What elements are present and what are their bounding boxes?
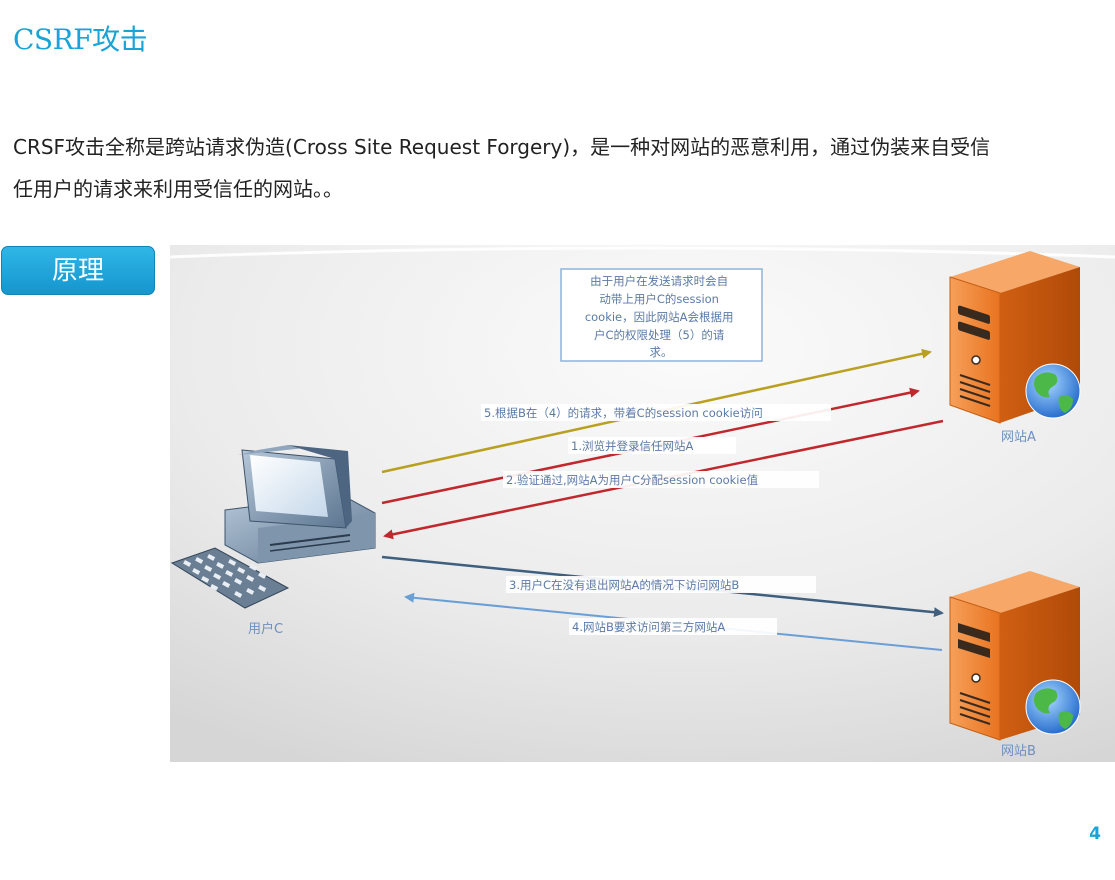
label-user-c: 用户C [248, 621, 283, 637]
note-line: 户C的权限处理（5）的请 [594, 328, 725, 342]
label-step5: 5.根据B在（4）的请求，带着C的session cookie访问 [484, 406, 763, 420]
label-step2: 2.验证通过,网站A为用户C分配session cookie值 [506, 473, 759, 487]
note-line: 动带上用户C的session [599, 292, 719, 306]
csrf-diagram: 由于用户在发送请求时会自 动带上用户C的session cookie，因此网站A… [170, 245, 1115, 762]
server-a-icon [949, 251, 1081, 424]
svg-text:由于用户在发送请求时会自 动带上用户C的sess: 由于用户在发送请求时会自 动带上用户C的session cookie，因此网站A… [585, 274, 737, 359]
label-step4: 4.网站B要求访问第三方网站A [572, 620, 725, 634]
intro-paragraph: CRSF攻击全称是跨站请求伪造(Cross Site Request Forge… [13, 135, 991, 201]
note-line: cookie，因此网站A会根据用 [585, 310, 734, 324]
principle-section-button[interactable]: 原理 [1, 246, 155, 295]
label-step3: 3.用户C在没有退出网站A的情况下访问网站B [509, 578, 739, 592]
slide-title: CSRF攻击 [13, 23, 148, 56]
page-number: 4 [1089, 824, 1101, 844]
note-line: 由于用户在发送请求时会自 [590, 274, 728, 288]
note-box: 由于用户在发送请求时会自 动带上用户C的session cookie，因此网站A… [560, 268, 763, 362]
label-step1: 1.浏览并登录信任网站A [571, 439, 693, 453]
label-site-b: 网站B [1001, 744, 1036, 759]
note-line: 求。 [650, 345, 673, 359]
computer-icon [170, 445, 376, 609]
label-site-a: 网站A [1001, 430, 1036, 445]
server-b-icon [949, 571, 1081, 741]
